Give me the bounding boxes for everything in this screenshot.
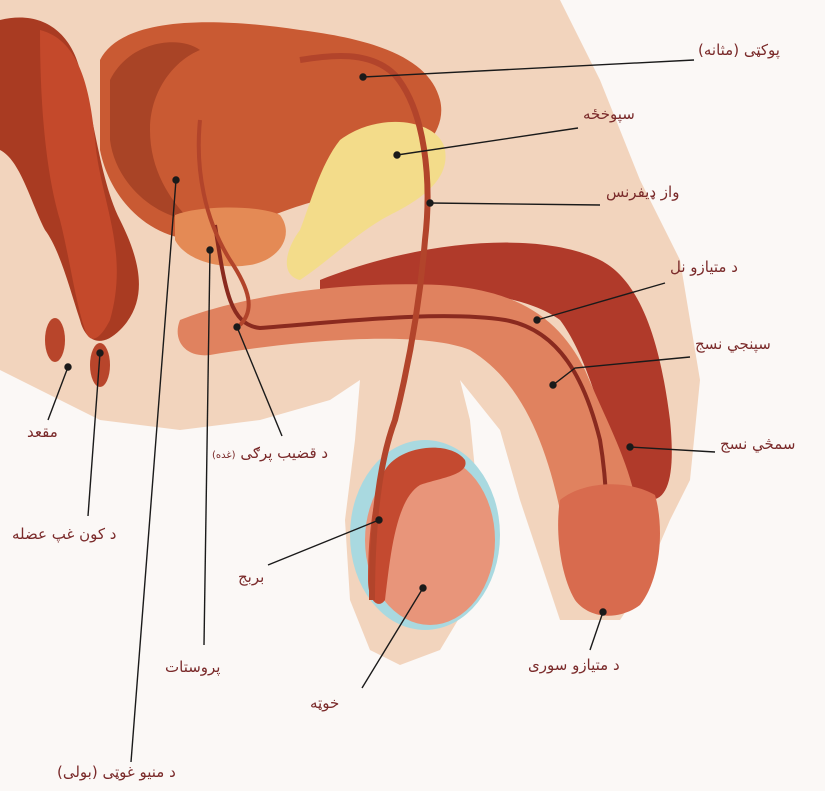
label-spongy-tissue: سپنجي نسج xyxy=(695,337,771,352)
dot-vesicle xyxy=(394,152,400,158)
label-bulbourethral-note: (غده) xyxy=(212,450,236,461)
label-bulbourethral: د قضیب پرګی (غده) xyxy=(212,446,328,461)
dot-opening xyxy=(600,609,606,615)
label-anal-sphincter: د کون غپ عضله xyxy=(12,527,116,542)
label-urethral-opening: د متیازو سوری xyxy=(528,658,620,673)
dot-testis xyxy=(420,585,426,591)
label-anus: مقعد xyxy=(27,425,58,440)
dot-seminal-duct xyxy=(173,177,179,183)
label-seminal-duct: د منیو غوټی (بولی) xyxy=(57,765,176,780)
label-epididymis: بربج xyxy=(238,570,264,585)
dot-epididymis xyxy=(376,517,382,523)
label-bulbourethral-text: د قضیب پرګی xyxy=(240,444,328,462)
label-erectile-tissue: سمڅي نسج xyxy=(720,437,795,452)
anus-ring-left xyxy=(45,318,65,362)
label-vas-deferens: واز ډیفرنس xyxy=(606,185,679,200)
dot-anus xyxy=(65,364,71,370)
dot-spongy xyxy=(550,382,556,388)
label-testis: خوټه xyxy=(310,696,339,711)
label-bladder: پوکټی (مثانه) xyxy=(698,43,780,58)
label-seminal-vesicle: سپوخځه xyxy=(583,107,635,122)
dot-bladder xyxy=(360,74,366,80)
label-urethra-tube: د متیازو نل xyxy=(670,260,738,275)
dot-bulbo xyxy=(234,324,240,330)
glans xyxy=(558,484,660,615)
dot-prostate xyxy=(207,247,213,253)
dot-vas xyxy=(427,200,433,206)
dot-urethra-tube xyxy=(534,317,540,323)
dot-sphincter xyxy=(97,350,103,356)
dot-erectile xyxy=(627,444,633,450)
label-prostate: پروستات xyxy=(165,660,220,675)
